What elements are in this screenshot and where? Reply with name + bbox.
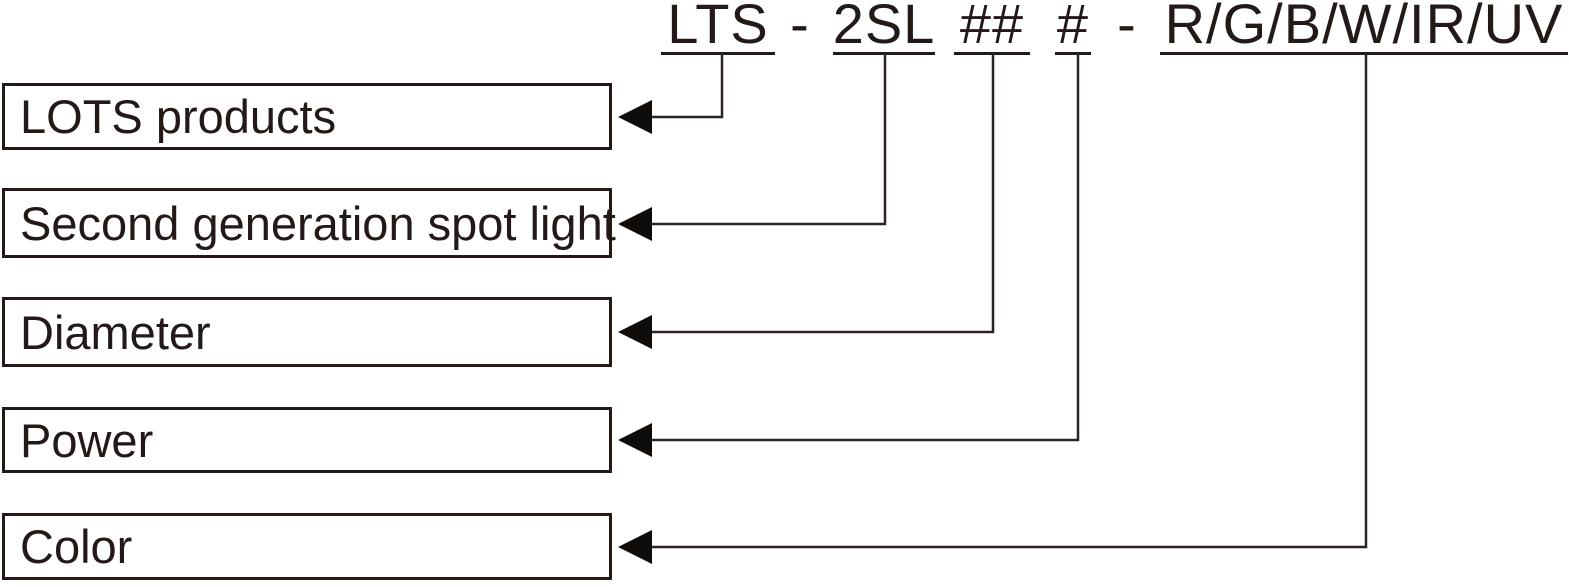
label-box-second-generation-spot-light: Second generation spot light: [2, 188, 616, 258]
code-segment-generation: 2SL: [833, 0, 935, 55]
left-arrowhead-generation: [618, 207, 652, 241]
label-second-generation-spot-light: Second generation spot light: [20, 196, 616, 250]
code-segment-color-text: R/G/B/W/IR/UV: [1164, 0, 1564, 55]
left-arrowhead-diameter: [618, 315, 652, 349]
label-color: Color: [20, 520, 133, 573]
code-separator-1: -: [782, 0, 818, 52]
left-arrowhead-power: [618, 423, 652, 457]
code-segment-power: #: [1055, 0, 1091, 55]
label-diameter: Diameter: [20, 305, 211, 359]
connector-series: [618, 53, 724, 134]
label-lots-products: LOTS products: [20, 90, 337, 143]
label-box-color: Color: [2, 513, 612, 580]
code-segment-color: R/G/B/W/IR/UV: [1160, 0, 1568, 55]
left-arrowhead-series: [618, 100, 652, 134]
connector-diameter: [618, 53, 995, 349]
code-separator-2-text: -: [1117, 0, 1137, 55]
label-power: Power: [20, 413, 154, 467]
code-segment-generation-text: 2SL: [832, 0, 936, 55]
left-arrowhead-color: [618, 530, 652, 564]
label-box-diameter: Diameter: [2, 297, 612, 367]
connector-color: [618, 53, 1368, 564]
code-segment-series-text: LTS: [667, 0, 769, 55]
label-box-power: Power: [2, 407, 612, 473]
connector-generation: [618, 53, 887, 241]
connector-power: [618, 53, 1080, 457]
code-segment-series: LTS: [661, 0, 775, 55]
code-segment-diameter-text: ##: [959, 0, 1025, 55]
code-segment-power-text: #: [1056, 0, 1090, 55]
label-box-lots-products: LOTS products: [2, 83, 612, 150]
code-segment-diameter: ##: [954, 0, 1030, 55]
code-separator-2: -: [1109, 0, 1145, 52]
code-separator-1-text: -: [790, 0, 810, 55]
